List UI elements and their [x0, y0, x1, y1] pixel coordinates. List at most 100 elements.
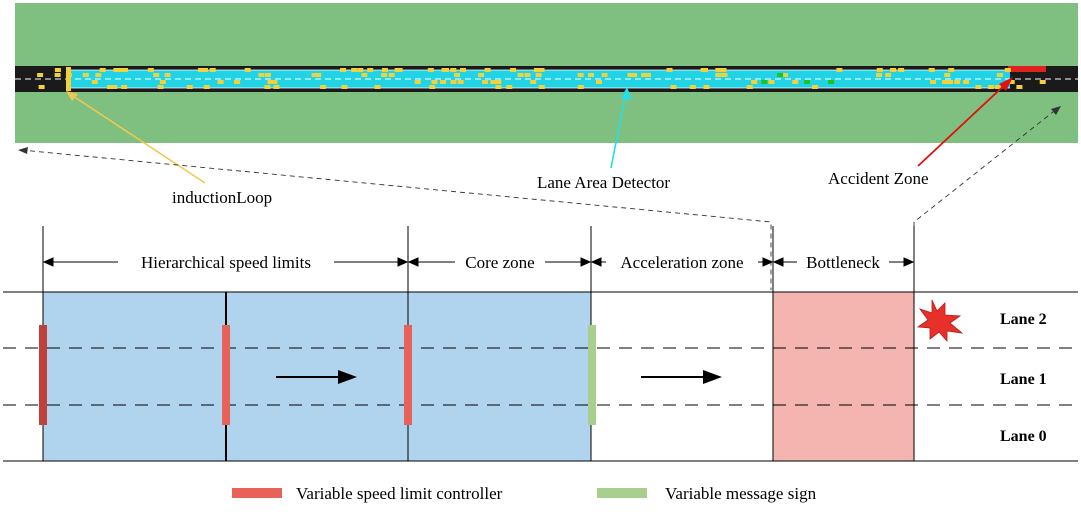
vehicle-marker — [341, 85, 348, 89]
vehicle-marker — [495, 85, 502, 89]
vehicle-marker — [91, 80, 98, 84]
vehicle-marker — [948, 68, 955, 72]
vehicle-marker — [898, 68, 905, 72]
vehicle-marker — [351, 68, 358, 72]
vehicle-marker — [454, 73, 460, 77]
zone-diagram: Hierarchical speed limits Core zone Acce… — [3, 226, 1078, 462]
vehicle-marker — [431, 80, 438, 84]
vehicle-marker — [751, 80, 758, 84]
vehicle-marker — [885, 73, 892, 77]
vehicle-marker — [311, 73, 318, 77]
zone-label-bottleneck: Bottleneck — [806, 253, 880, 272]
vehicle-marker — [963, 80, 970, 84]
vehicle-marker — [954, 80, 961, 84]
vehicle-marker — [524, 73, 531, 77]
vehicle-marker — [396, 68, 403, 72]
vehicle-marker — [37, 73, 44, 77]
vehicle-marker — [836, 68, 843, 72]
vehicle-marker — [374, 85, 381, 89]
vehicle-marker — [271, 80, 278, 84]
vehicle-marker — [506, 85, 513, 89]
vehicle-marker — [588, 73, 594, 77]
projection-line-right-head — [1051, 106, 1061, 115]
vehicle-marker — [876, 73, 883, 77]
induction-loop-marker — [66, 67, 71, 91]
induction-loop-pointer-head — [66, 91, 78, 101]
vehicle-marker — [340, 68, 347, 72]
vehicle-marker — [596, 80, 602, 84]
legend-swatch-vsl — [232, 488, 282, 498]
vehicle-marker — [443, 68, 449, 72]
vehicle-marker — [670, 85, 677, 89]
vehicle-marker — [703, 85, 710, 89]
vehicle-marker — [530, 80, 537, 84]
zone-label-core: Core zone — [465, 253, 534, 272]
vehicle-marker — [267, 80, 274, 84]
accident-zone-label: Accident Zone — [828, 169, 929, 188]
speed-limit-controller-1 — [39, 325, 47, 425]
vehicle-marker — [258, 73, 265, 77]
vehicle-marker — [273, 85, 280, 89]
vehicle-marker — [197, 68, 204, 72]
vehicle-marker — [95, 73, 102, 77]
direction-arrow-1-head — [338, 370, 357, 384]
speed-limit-controller-3 — [404, 325, 412, 425]
vehicle-marker — [111, 85, 118, 89]
legend: Variable speed limit controller Variable… — [232, 484, 817, 503]
vehicle-marker — [65, 73, 72, 77]
vehicle-marker — [159, 80, 166, 84]
vehicle-marker — [357, 68, 364, 72]
vehicle-marker — [702, 68, 708, 72]
vehicle-marker — [186, 85, 193, 89]
vehicle-marker — [1008, 80, 1015, 84]
vehicle-marker — [1016, 85, 1023, 89]
vehicle-marker — [721, 73, 728, 77]
induction-loop-label: inductionLoop — [172, 188, 272, 207]
vehicle-marker — [113, 68, 120, 72]
lane-label-1: Lane 1 — [1000, 371, 1047, 388]
lane-label-0: Lane 0 — [1000, 428, 1047, 445]
vehicle-marker — [82, 73, 89, 77]
vehicle-marker — [782, 73, 788, 77]
vehicle-marker — [804, 80, 811, 84]
legend-label-vsl: Variable speed limit controller — [296, 484, 503, 503]
vehicle-marker — [942, 80, 948, 84]
vehicle-marker — [533, 68, 540, 72]
vehicle-marker — [944, 73, 951, 77]
vehicle-marker — [38, 85, 45, 89]
vehicle-marker — [490, 80, 497, 84]
speed-limit-controller-2 — [222, 325, 230, 425]
lane-label-2: Lane 2 — [1000, 311, 1047, 328]
zone-label-acceleration: Acceleration zone — [620, 253, 743, 272]
vehicle-marker — [54, 73, 61, 77]
vehicle-marker — [450, 80, 457, 84]
zone-label-hierarchical: Hierarchical speed limits — [141, 253, 311, 272]
vehicle-marker — [203, 85, 210, 89]
vehicle-marker — [715, 68, 722, 72]
vehicle-marker — [157, 85, 164, 89]
vehicle-marker — [641, 73, 648, 77]
direction-arrow-2-head — [703, 370, 722, 384]
vehicle-marker — [812, 85, 818, 89]
vehicle-marker — [99, 68, 106, 72]
accident-zone-pointer — [917, 79, 1011, 167]
lane-area-detector-pointer — [610, 91, 627, 169]
vehicle-marker — [414, 80, 421, 84]
variable-message-sign — [588, 325, 596, 425]
vehicle-marker — [495, 80, 502, 84]
vehicle-marker — [315, 73, 322, 77]
vehicle-marker — [381, 68, 388, 72]
vehicle-marker — [381, 73, 388, 77]
vehicle-marker — [107, 85, 113, 89]
induction-loop-pointer — [69, 93, 206, 184]
vehicle-marker — [164, 73, 171, 77]
vehicle-marker — [715, 73, 722, 77]
vehicle-marker — [947, 80, 953, 84]
vehicle-marker — [147, 68, 154, 72]
traffic-direction-arrows — [276, 370, 722, 384]
vehicle-marker — [450, 68, 457, 72]
vehicle-marker — [1039, 80, 1046, 84]
vehicle-marker — [388, 73, 395, 77]
vehicle-marker — [535, 73, 542, 77]
